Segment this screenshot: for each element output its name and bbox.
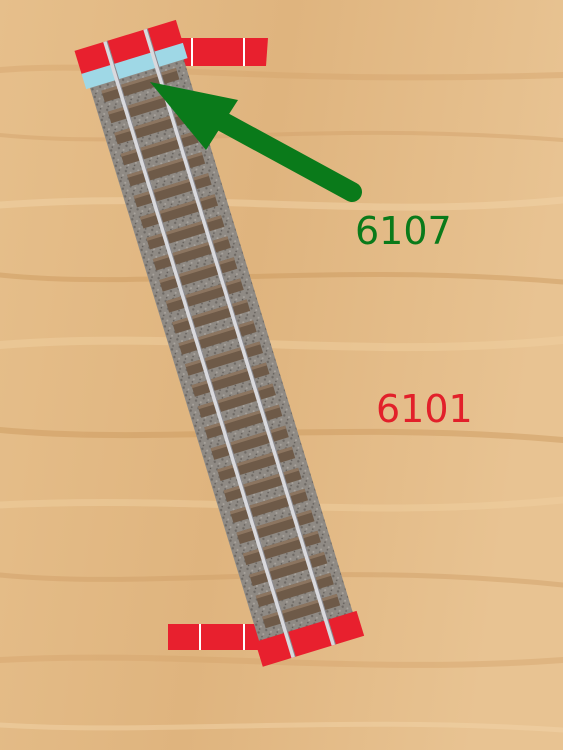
straight-track-icon <box>74 19 365 667</box>
track-rail-right <box>143 28 336 646</box>
track-label-6107: 6107 <box>355 209 452 253</box>
track-rail-left <box>103 40 296 658</box>
lower-neighbour-track-stub <box>168 624 280 650</box>
arrow-icon <box>150 82 362 202</box>
track-end-red-bottom <box>255 610 365 667</box>
track-label-6101: 6101 <box>376 387 473 431</box>
track-end-blue-top <box>81 42 188 90</box>
track-end-red-top <box>74 19 184 76</box>
upper-neighbour-track-stub <box>166 38 268 66</box>
